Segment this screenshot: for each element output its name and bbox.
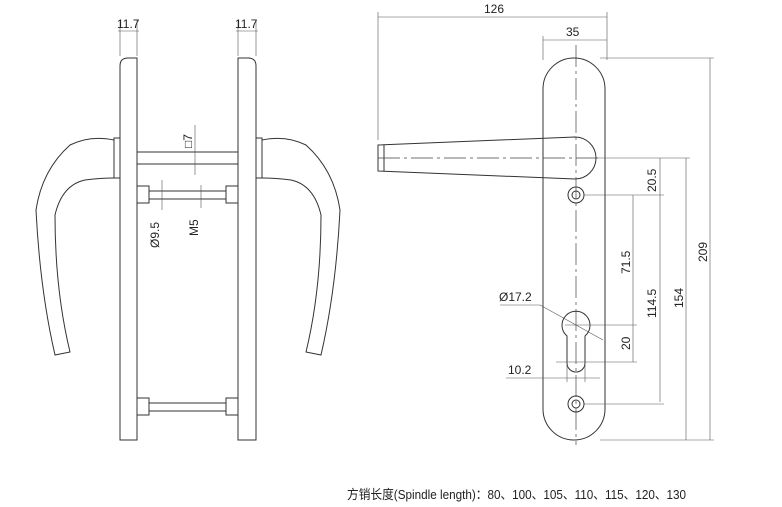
upper-screw: [136, 185, 239, 204]
left-plate: [119, 57, 138, 441]
dim-cylinder-to-bottom: 20: [619, 336, 633, 350]
right-rosette: [255, 137, 263, 179]
backplate: [542, 57, 606, 441]
dim-plate-width: 35: [566, 25, 580, 39]
dim-handle-to-lower-screw: 154: [672, 288, 686, 308]
lever: [377, 136, 597, 180]
dim-handle-to-upper-screw: 20.5: [645, 168, 659, 192]
front-view: [377, 12, 714, 445]
dim-handle-length: 126: [484, 2, 504, 16]
right-handle: [261, 137, 341, 356]
left-handle: [35, 137, 115, 356]
dim-left-plate: 11.7: [117, 17, 140, 31]
lower-screw: [136, 397, 239, 416]
dim-cylinder-slot: 10.2: [508, 363, 532, 377]
spindle: [136, 151, 239, 165]
dim-upper-screw-to-cylinder: 71.5: [619, 250, 633, 274]
dim-plate-height: 209: [696, 242, 710, 262]
left-rosette: [113, 137, 121, 179]
dim-spindle-square: □7: [181, 134, 195, 148]
dim-screw-thread: M5: [187, 219, 201, 236]
dim-right-plate: 11.7: [235, 17, 258, 31]
dim-screw-spacing: 114.5: [645, 289, 659, 318]
dim-cylinder-diameter: Ø17.2: [499, 290, 532, 304]
right-plate: [237, 57, 257, 441]
cylinder-cutout: [561, 310, 591, 373]
dim-screw-hole: Ø9.5: [148, 222, 162, 248]
side-view: [35, 20, 341, 441]
spindle-length-caption: 方销长度(Spindle length)：80、100、105、110、115、…: [347, 487, 687, 502]
